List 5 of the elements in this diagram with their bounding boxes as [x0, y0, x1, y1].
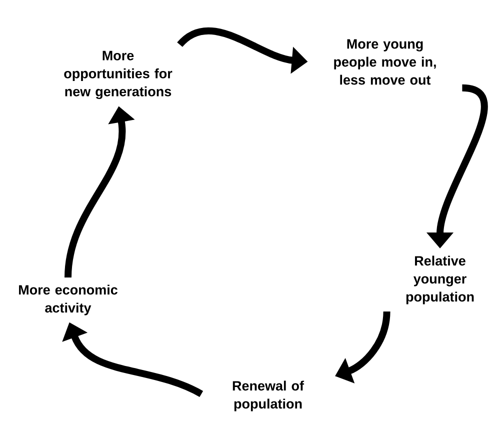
cycle-step-text: More economic activity	[19, 284, 118, 316]
cycle-step-text: Renewal of population	[232, 380, 304, 412]
cycle-step-text: Relative younger population	[406, 256, 474, 304]
cycle-step-text: More opportunities for new generations	[64, 50, 172, 100]
cycle-step-text: More young people move in, less move out	[334, 39, 436, 85]
